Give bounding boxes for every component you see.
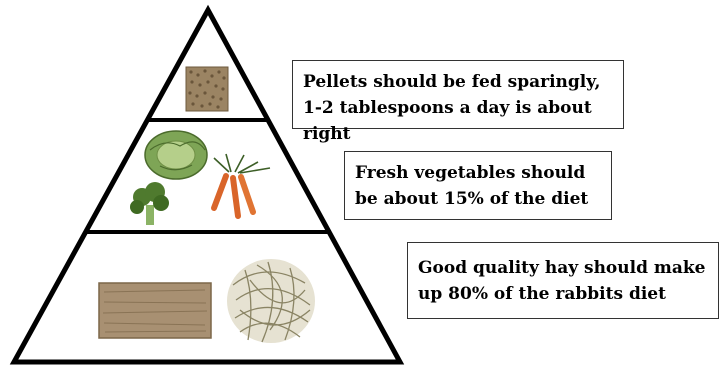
pellets-icon xyxy=(186,67,228,111)
cabbage-icon xyxy=(145,131,207,179)
vegetables-label: Fresh vegetables should be about 15% of … xyxy=(344,151,612,220)
broccoli-icon xyxy=(130,182,169,225)
pellets-label: Pellets should be fed sparingly, 1-2 tab… xyxy=(292,60,624,129)
hay-bale-icon xyxy=(99,283,211,338)
loose-hay-icon xyxy=(227,259,315,343)
carrots-icon xyxy=(214,154,270,216)
hay-label: Good quality hay should make up 80% of t… xyxy=(407,242,719,319)
